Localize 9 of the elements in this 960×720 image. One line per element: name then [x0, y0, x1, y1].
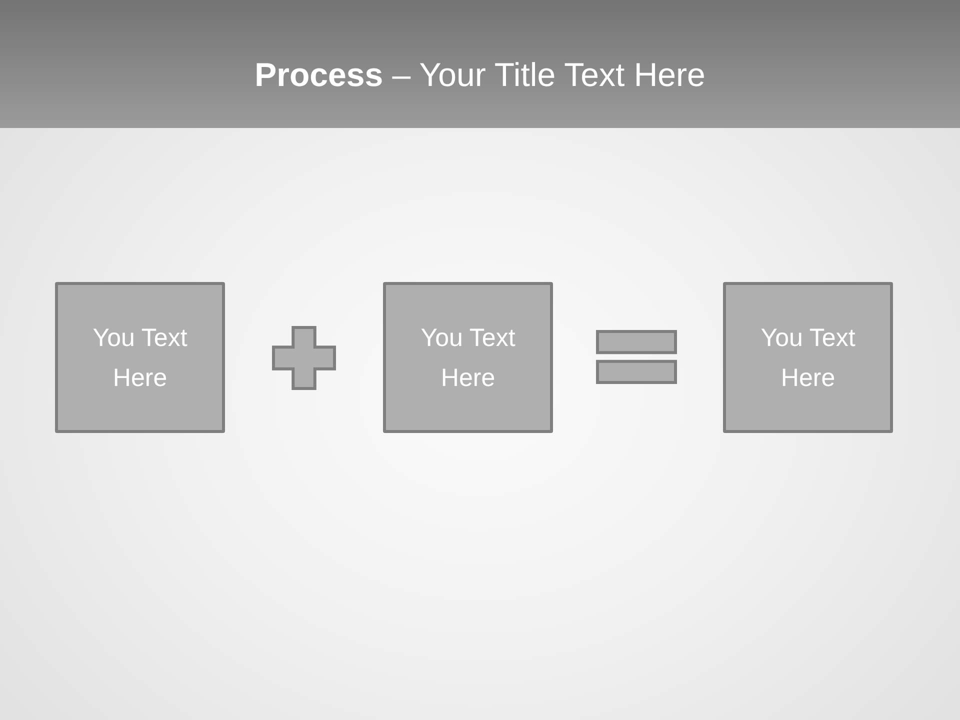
process-box — [383, 282, 553, 433]
box-text: You Text Here — [420, 322, 516, 394]
process-box — [723, 282, 893, 433]
box-text: You Text Here — [760, 322, 856, 394]
slide-title: Process – Your Title Text Here — [254, 55, 706, 95]
process-box — [55, 282, 225, 433]
equals-icon — [596, 330, 677, 384]
plus-icon — [272, 326, 336, 390]
box-text: You Text Here — [92, 322, 188, 394]
